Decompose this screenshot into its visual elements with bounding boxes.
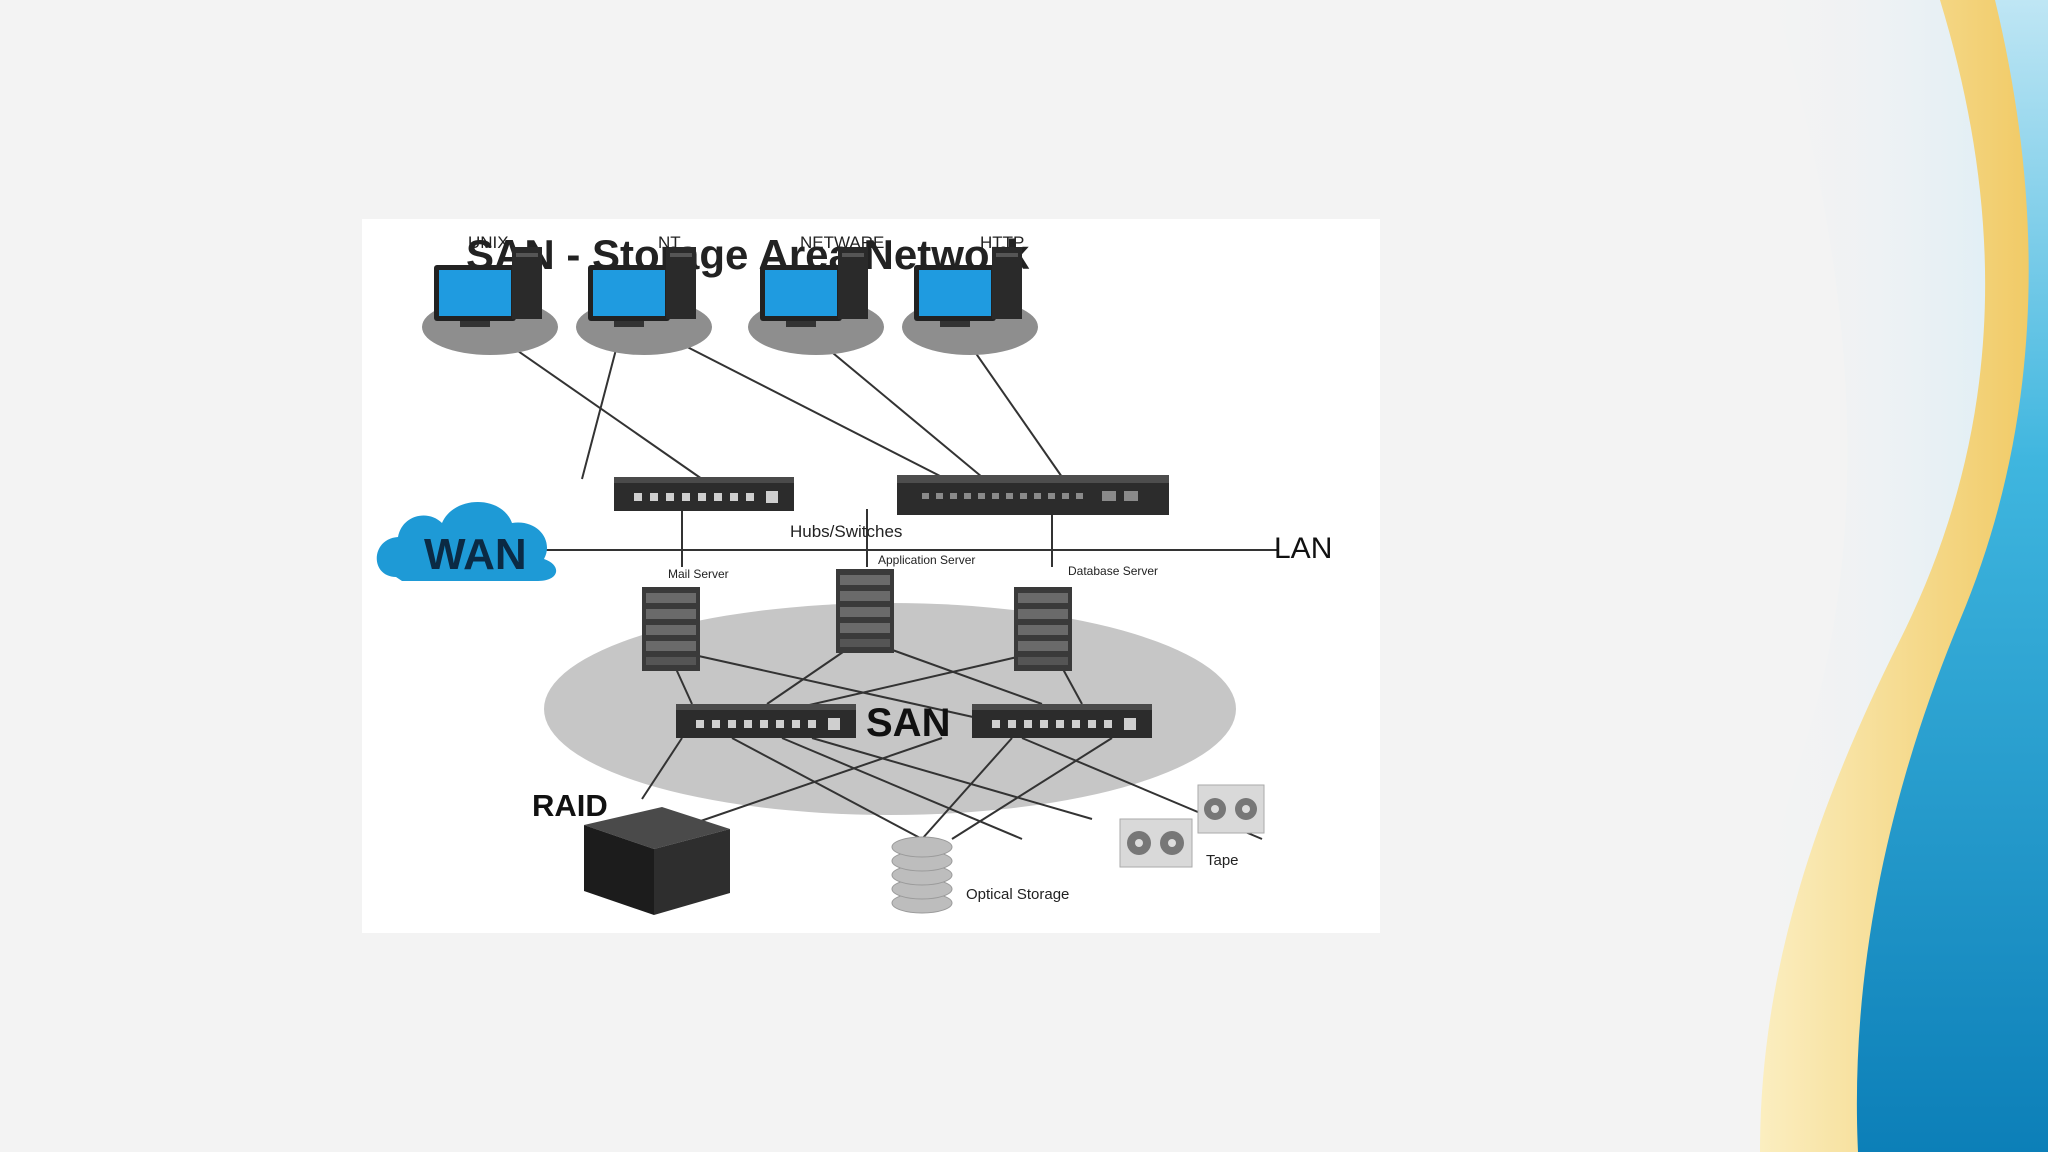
lan-label: LAN (1274, 532, 1332, 565)
decorative-wave-blue (1856, 0, 2048, 1152)
server-tower-icon (1014, 587, 1072, 671)
tape-storage: Tape (1119, 784, 1265, 869)
network-switch-icon (972, 704, 1152, 738)
tape-reel-icon (1119, 784, 1265, 868)
diagram-image: SAN - Storage Area Network UNIX NT (362, 219, 1380, 933)
client-label: NETWARE (800, 233, 884, 252)
server-tower-icon (836, 569, 894, 653)
network-switch-icon (676, 704, 856, 738)
client-label: UNIX (468, 233, 509, 252)
san-switch-left (676, 704, 856, 738)
client-nt: NT (576, 233, 712, 355)
server-label: Application Server (878, 553, 975, 567)
network-switch-icon (614, 477, 794, 511)
server-mail: Mail Server (642, 567, 729, 671)
client-label: HTTP (980, 233, 1024, 252)
cloud-icon (376, 502, 557, 581)
client-netware: NETWARE (748, 233, 884, 355)
wan-label: WAN (424, 530, 527, 579)
san-diagram: SAN - Storage Area Network UNIX NT (376, 231, 1332, 915)
server-database: Database Server (1014, 564, 1158, 671)
client-http: HTTP (902, 233, 1038, 355)
hub-switch-left (614, 477, 794, 511)
server-tower-icon (642, 587, 700, 671)
optical-storage: Optical Storage (891, 836, 1069, 914)
wan-cloud: WAN (376, 502, 557, 581)
san-label: SAN (866, 701, 950, 745)
server-application: Application Server (836, 553, 975, 653)
optical-storage-label: Optical Storage (966, 886, 1069, 903)
server-label: Database Server (1068, 564, 1158, 578)
hub-switch-right (897, 475, 1169, 515)
server-label: Mail Server (668, 567, 729, 581)
san-switch-right (972, 704, 1152, 738)
raid-device (584, 807, 730, 915)
client-unix: UNIX (422, 233, 558, 355)
optical-disc-stack-icon (891, 836, 953, 914)
raid-storage-icon (584, 807, 730, 915)
hubs-switches-label: Hubs/Switches (790, 522, 902, 541)
client-label: NT (658, 233, 681, 252)
raid-label: RAID (532, 788, 608, 823)
tape-label: Tape (1206, 852, 1239, 869)
